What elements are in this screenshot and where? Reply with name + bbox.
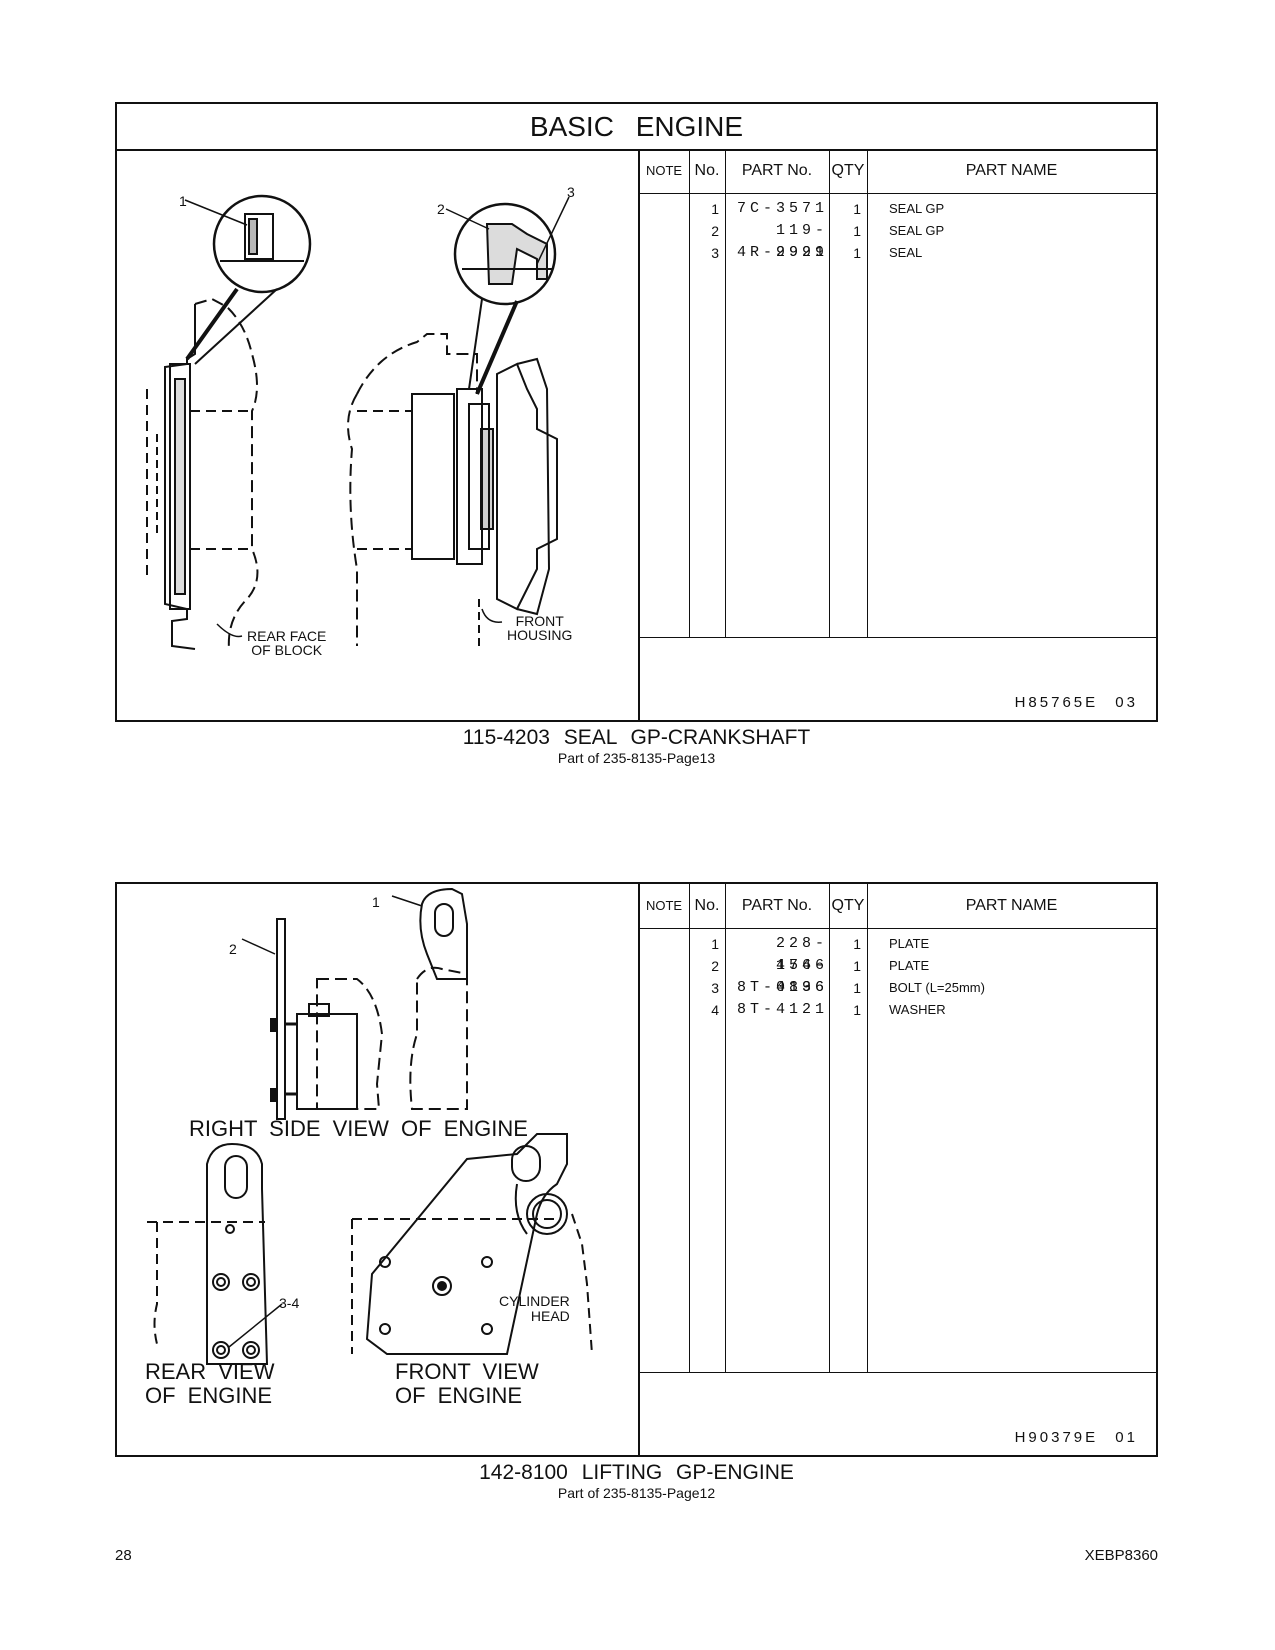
group-title: 115-4203 SEAL GP-CRANKSHAFT (462, 726, 811, 749)
seal-illustration: 1 2 3 REAR FACE OF BLOCK FRONT HOUSING (117, 149, 640, 720)
row-no: 3 (711, 980, 719, 996)
section-title: BASIC ENGINE (117, 104, 1156, 151)
callout-3: 3 (567, 184, 575, 200)
illustration-code: H90379E 01 (1014, 1429, 1138, 1446)
col-divider (725, 149, 726, 637)
lifting-diagram (147, 887, 593, 1365)
col-qty: QTY (831, 162, 865, 179)
row-part-name: BOLT (L=25mm) (889, 980, 985, 995)
group-subtitle: Part of 235-8135-Page13 (557, 750, 716, 766)
label-right-side-view: RIGHT SIDE VIEW OF ENGINE (189, 1116, 528, 1141)
row-part-no: 228-4766 (775, 935, 828, 974)
col-divider (829, 884, 830, 1372)
illustration-code: H85765E 03 (1014, 694, 1138, 711)
row-part-name: PLATE (889, 958, 930, 973)
group-title: 142-8100 LIFTING GP-ENGINE (479, 1461, 794, 1484)
group-caption-1: 115-4203 SEAL GP-CRANKSHAFT Part of 235-… (115, 726, 1158, 766)
col-part-name: PART NAME (965, 897, 1058, 914)
label-rear-view: REAR VIEW OF ENGINE (145, 1360, 274, 1408)
lifting-illustration: 1 2 3-4 RIGHT SIDE VIEW OF ENGINE REAR V… (117, 884, 640, 1455)
table-row: 3 8T-4136 1 BOLT (L=25mm) (639, 977, 1156, 999)
col-divider (725, 884, 726, 1372)
label-cylinder-head: CYLINDER HEAD (499, 1294, 570, 1324)
col-note: NOTE (645, 898, 683, 913)
col-divider (689, 149, 690, 637)
label-front-housing-line1: FRONT (515, 613, 564, 629)
row-part-name: SEAL GP (889, 201, 945, 216)
row-part-no: 119-2921 (775, 222, 828, 261)
row-no: 3 (711, 245, 719, 261)
row-qty: 1 (853, 245, 861, 261)
row-part-no: 8T-4136 (736, 979, 828, 996)
col-part-no: PART No. (741, 897, 813, 914)
table-footer-line (639, 637, 1156, 638)
col-part-no: PART No. (741, 162, 813, 179)
label-cylinder-head-line2: HEAD (530, 1308, 570, 1324)
table-row: 1 7C-3571 1 SEAL GP (639, 198, 1156, 220)
row-qty: 1 (853, 936, 861, 952)
table-row: 3 4R-9999 1 SEAL (639, 242, 1156, 264)
col-no: No. (694, 897, 720, 914)
row-part-name: PLATE (889, 936, 930, 951)
callout-3-4: 3-4 (279, 1295, 300, 1311)
row-qty: 1 (853, 980, 861, 996)
callout-1: 1 (372, 894, 380, 910)
table-header: NOTE No. PART No. QTY PART NAME (639, 884, 1156, 929)
row-no: 2 (711, 958, 719, 974)
label-rear-view-line1: REAR VIEW (145, 1359, 275, 1384)
label-rear-view-line2: OF ENGINE (145, 1383, 273, 1408)
label-rear-face-line1: REAR FACE (247, 628, 327, 644)
seal-diagram (146, 194, 570, 650)
parts-panel-seal-gp: BASIC ENGINE (115, 102, 1158, 722)
col-divider (829, 149, 830, 637)
col-qty: QTY (831, 897, 865, 914)
row-part-name: WASHER (889, 1002, 946, 1017)
parts-table-1: NOTE No. PART No. QTY PART NAME 1 7C-357… (639, 149, 1156, 720)
row-part-no: 4R-9999 (736, 244, 828, 261)
table-header: NOTE No. PART No. QTY PART NAME (639, 149, 1156, 194)
parts-table-2: NOTE No. PART No. QTY PART NAME 1 228-47… (639, 884, 1156, 1455)
label-front-view-line2: OF ENGINE (395, 1383, 523, 1408)
label-front-housing-line2: HOUSING (507, 627, 573, 643)
table-row: 2 119-2921 1 SEAL GP (639, 220, 1156, 261)
row-no: 4 (711, 1002, 719, 1018)
label-rear-face-line2: OF BLOCK (251, 642, 323, 658)
row-no: 1 (711, 201, 719, 217)
label-cylinder-head-line1: CYLINDER (499, 1293, 570, 1309)
label-front-housing: FRONT HOUSING (507, 614, 572, 642)
row-qty: 1 (853, 223, 861, 239)
row-part-name: SEAL GP (889, 223, 945, 238)
group-subtitle: Part of 235-8135-Page12 (557, 1485, 716, 1501)
col-divider (867, 149, 868, 637)
row-qty: 1 (853, 958, 861, 974)
table-row: 4 8T-4121 1 WASHER (639, 999, 1156, 1021)
row-qty: 1 (853, 1002, 861, 1018)
col-note: NOTE (645, 163, 683, 178)
row-part-no: 8T-4121 (736, 1001, 828, 1018)
callout-2: 2 (229, 941, 237, 957)
row-no: 1 (711, 936, 719, 952)
table-row: 2 154-0896 1 PLATE (639, 955, 1156, 996)
table-footer-line (639, 1372, 1156, 1373)
label-front-view: FRONT VIEW OF ENGINE (395, 1360, 539, 1408)
col-divider (867, 884, 868, 1372)
parts-panel-lifting-gp: 1 2 3-4 RIGHT SIDE VIEW OF ENGINE REAR V… (115, 882, 1158, 1457)
col-part-name: PART NAME (965, 162, 1058, 179)
row-part-name: SEAL (889, 245, 923, 260)
row-part-no: 154-0896 (775, 957, 828, 996)
page-number: 28 (115, 1547, 132, 1564)
row-no: 2 (711, 223, 719, 239)
col-no: No. (694, 162, 720, 179)
document-id: XEBP8360 (1084, 1547, 1158, 1564)
callout-2: 2 (437, 201, 445, 217)
col-divider (689, 884, 690, 1372)
label-rear-face: REAR FACE OF BLOCK (247, 629, 326, 657)
row-part-no: 7C-3571 (736, 200, 828, 217)
row-qty: 1 (853, 201, 861, 217)
label-front-view-line1: FRONT VIEW (395, 1359, 539, 1384)
group-caption-2: 142-8100 LIFTING GP-ENGINE Part of 235-8… (115, 1461, 1158, 1501)
table-row: 1 228-4766 1 PLATE (639, 933, 1156, 974)
callout-1: 1 (179, 193, 187, 209)
